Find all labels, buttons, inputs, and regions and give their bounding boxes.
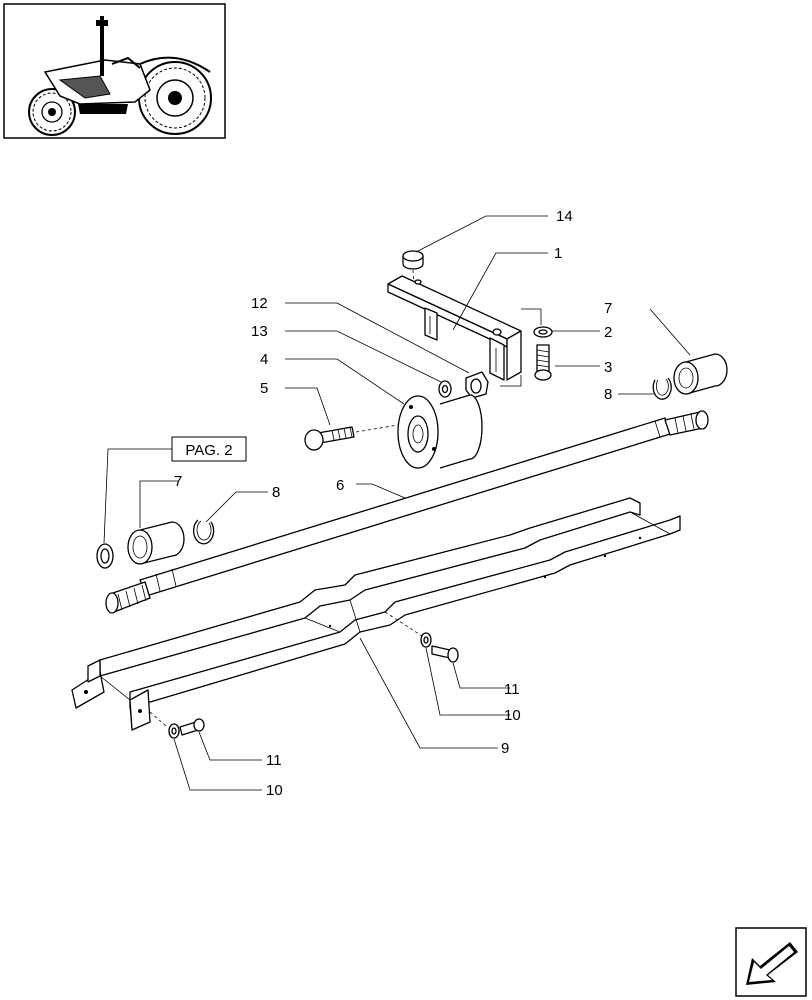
- bushing-part-14: [402, 250, 424, 283]
- screw-part-11-middle: [431, 645, 459, 663]
- shaft-part-6: [105, 410, 709, 614]
- screw-part-3: [534, 344, 552, 381]
- callout-11-left: 11: [266, 752, 282, 769]
- nut-part-12: [465, 371, 489, 399]
- frame-part-9: [71, 497, 681, 731]
- sleeve-part-7-right: [673, 353, 728, 395]
- callout-10-middle: 10: [504, 707, 521, 724]
- callout-11-middle: 11: [504, 681, 520, 698]
- bracket-part-1: [387, 275, 522, 381]
- circlip-part-8-left: [193, 519, 215, 545]
- washer-part-13: [438, 380, 452, 398]
- tractor-thumbnail-icon[interactable]: [3, 3, 226, 139]
- callout-labels: 14 1 12 13 4 5 7 2 3 8 6 7 8 11 10 9 11 …: [174, 208, 612, 799]
- washer-part-10-left: [168, 723, 180, 739]
- callout-3: 3: [604, 359, 612, 376]
- callout-7-right: 7: [604, 300, 612, 317]
- callout-14: 14: [556, 208, 573, 225]
- reference-box-pag-2[interactable]: PAG. 2: [171, 436, 247, 462]
- callout-13: 13: [251, 323, 268, 340]
- callout-2: 2: [604, 324, 612, 341]
- callout-5: 5: [260, 380, 268, 397]
- callout-4: 4: [260, 351, 268, 368]
- reference-box-label: PAG. 2: [185, 442, 232, 459]
- callout-6: 6: [336, 477, 344, 494]
- callout-7-left: 7: [174, 473, 182, 490]
- callout-10-left: 10: [266, 782, 283, 799]
- callout-8-right: 8: [604, 386, 612, 403]
- washer-part-2: [533, 326, 553, 338]
- callout-8-left: 8: [272, 484, 280, 501]
- leader-lines: [103, 215, 691, 791]
- next-page-arrow-icon[interactable]: [735, 927, 807, 997]
- callout-1: 1: [554, 245, 562, 262]
- screw-part-11-left: [179, 718, 205, 736]
- callout-12: 12: [251, 295, 268, 312]
- sleeve-part-7-left: [127, 521, 185, 565]
- flange-part-4: [397, 394, 483, 469]
- circlip-part-8-right: [652, 377, 672, 400]
- callout-9: 9: [501, 740, 509, 757]
- bolt-part-5: [304, 424, 399, 451]
- washer-left: [96, 543, 114, 569]
- washer-part-10-middle: [420, 632, 432, 648]
